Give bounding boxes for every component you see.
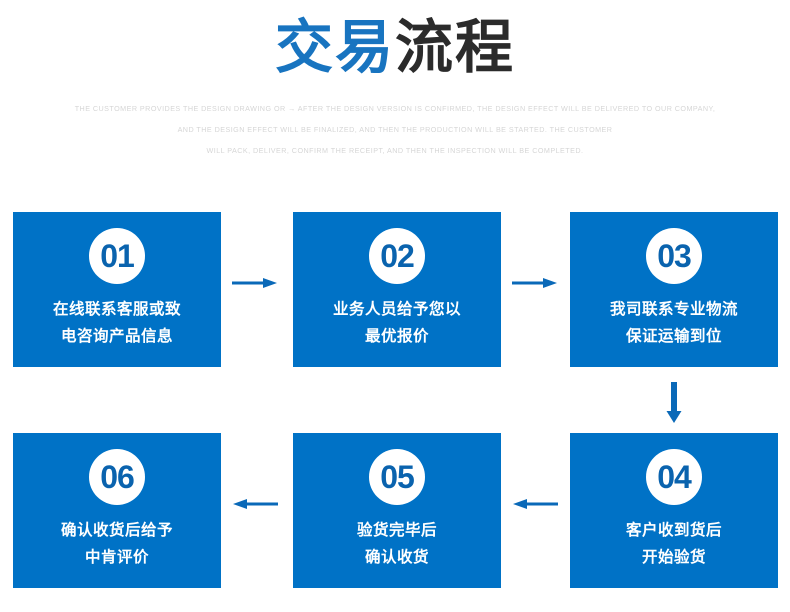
process-flow-diagram: 01 在线联系客服或致 电咨询产品信息 02 业务人员给予您以 最优报价 03 … <box>0 212 790 588</box>
step-card-05[interactable]: 05 验货完毕后 确认收货 <box>293 433 501 588</box>
step-number-badge-02: 02 <box>369 228 425 284</box>
step-number-badge-03: 03 <box>646 228 702 284</box>
step-line-1: 我司联系专业物流 <box>609 301 738 318</box>
step-text-06: 确认收货后给予 中肯评价 <box>61 517 173 571</box>
subtitle-line-3: WILL PACK, DELIVER, CONFIRM THE RECEIPT,… <box>206 146 584 155</box>
arrow-down-icon <box>658 382 690 424</box>
step-card-01[interactable]: 01 在线联系客服或致 电咨询产品信息 <box>13 212 221 367</box>
page-title-accent: 交易 <box>274 15 395 80</box>
step-number-badge-04: 04 <box>646 449 702 505</box>
step-line-1: 客户收到货后 <box>625 522 722 539</box>
step-line-2: 确认收货 <box>364 549 429 566</box>
step-line-2: 保证运输到位 <box>625 328 722 345</box>
step-text-05: 验货完毕后 确认收货 <box>357 517 437 571</box>
step-text-04: 客户收到货后 开始验货 <box>626 517 722 571</box>
page-title-rest: 流程 <box>395 15 516 80</box>
step-text-02: 业务人员给予您以 最优报价 <box>333 296 461 350</box>
page-subtitle: THE CUSTOMER PROVIDES THE DESIGN DRAWING… <box>0 98 790 161</box>
step-card-04[interactable]: 04 客户收到货后 开始验货 <box>570 433 778 588</box>
step-card-06[interactable]: 06 确认收货后给予 中肯评价 <box>13 433 221 588</box>
arrow-right-icon <box>512 267 558 299</box>
step-line-2: 中肯评价 <box>84 549 149 566</box>
step-line-2: 电咨询产品信息 <box>60 328 173 345</box>
step-number-badge-06: 06 <box>89 449 145 505</box>
step-card-03[interactable]: 03 我司联系专业物流 保证运输到位 <box>570 212 778 367</box>
arrow-right-icon <box>232 267 278 299</box>
subtitle-line-1: THE CUSTOMER PROVIDES THE DESIGN DRAWING… <box>74 104 716 113</box>
step-line-1: 验货完毕后 <box>356 522 437 539</box>
step-line-1: 业务人员给予您以 <box>332 301 461 318</box>
step-line-2: 最优报价 <box>364 328 429 345</box>
arrow-left-icon <box>512 488 558 520</box>
subtitle-line-2: AND THE DESIGN EFFECT WILL BE FINALIZED,… <box>177 125 613 134</box>
step-line-2: 开始验货 <box>641 549 706 566</box>
step-card-02[interactable]: 02 业务人员给予您以 最优报价 <box>293 212 501 367</box>
step-number-badge-05: 05 <box>369 449 425 505</box>
step-line-1: 确认收货后给予 <box>60 522 173 539</box>
step-text-03: 我司联系专业物流 保证运输到位 <box>610 296 738 350</box>
step-number-badge-01: 01 <box>89 228 145 284</box>
step-line-1: 在线联系客服或致 <box>52 301 181 318</box>
page-header: 交易流程 THE CUSTOMER PROVIDES THE DESIGN DR… <box>0 0 790 161</box>
arrow-left-icon <box>232 488 278 520</box>
step-text-01: 在线联系客服或致 电咨询产品信息 <box>53 296 181 350</box>
page-title: 交易流程 <box>0 16 790 80</box>
